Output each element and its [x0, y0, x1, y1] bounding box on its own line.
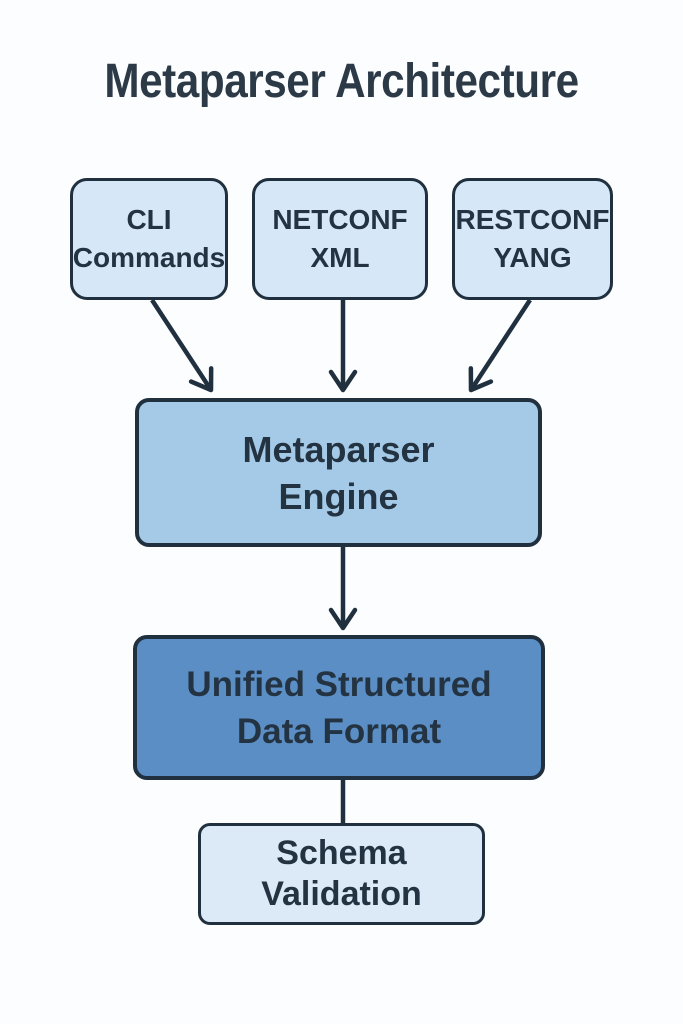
- node-unified-structured-data-format: Unified Structured Data Format: [133, 635, 545, 780]
- node-metaparser-engine: Metaparser Engine: [135, 398, 542, 547]
- node-restconf-yang-label-line1: RESTCONF: [455, 204, 610, 235]
- node-schema-validation-label-line1: Schema: [276, 834, 407, 872]
- node-schema-validation-label-line2: Validation: [261, 875, 422, 913]
- node-unified-label-line1: Unified Structured: [186, 664, 492, 704]
- node-metaparser-engine-label-line2: Engine: [278, 475, 399, 517]
- arrow-restconf-to-engine: [468, 298, 532, 393]
- node-restconf-yang: RESTCONF YANG: [452, 178, 613, 300]
- node-cli-commands-label-line1: CLI: [126, 204, 172, 235]
- node-cli-commands: CLI Commands: [70, 178, 228, 300]
- node-netconf-xml-label-line1: NETCONF: [272, 204, 408, 235]
- node-netconf-xml-label-line2: XML: [310, 242, 370, 273]
- node-schema-validation: Schema Validation: [198, 823, 485, 925]
- arrow-cli-to-engine: [150, 298, 214, 393]
- node-restconf-yang-label-line2: YANG: [493, 242, 572, 273]
- node-netconf-xml: NETCONF XML: [252, 178, 428, 300]
- node-metaparser-engine-label-line1: Metaparser: [242, 428, 435, 470]
- diagram-title: Metaparser Architecture: [104, 55, 579, 108]
- node-cli-commands-label-line2: Commands: [72, 242, 226, 273]
- node-unified-label-line2: Data Format: [236, 711, 442, 751]
